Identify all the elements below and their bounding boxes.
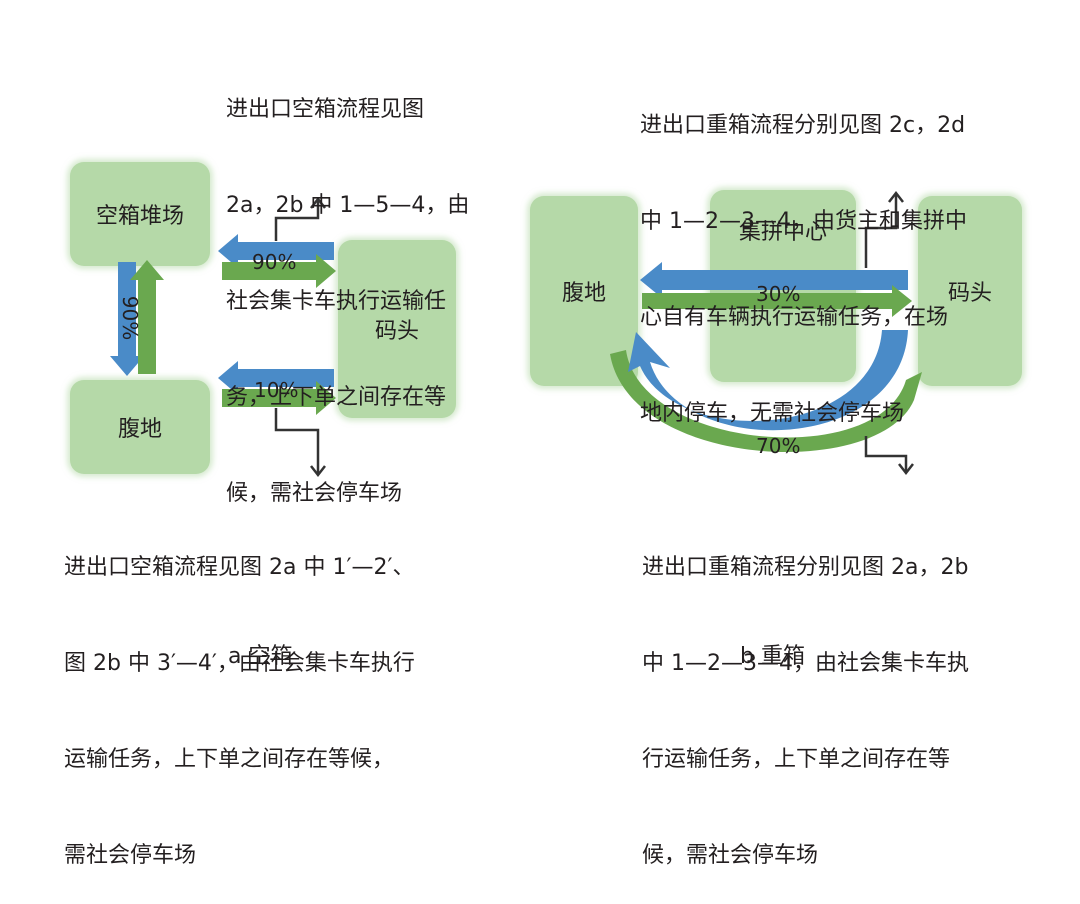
- arrowhead-down-a: [310, 465, 326, 478]
- note-line: 运输任务，上下单之间存在等候，: [64, 747, 395, 772]
- note-line: 地内停车，无需社会停车场: [640, 401, 905, 426]
- import-arrow-yard-to-hinterland: [110, 262, 144, 376]
- node-terminal-b: 码头: [918, 196, 1022, 386]
- node-label: 码头: [374, 319, 419, 344]
- node-label: 空箱堆场: [95, 204, 184, 229]
- note-line: 社会集卡车执行运输任: [226, 289, 447, 314]
- note-line: 图 2b 中 3′—4′，由社会集卡车执行: [64, 651, 415, 676]
- import-arrow-terminal-to-yard: [218, 234, 334, 268]
- note-line: 中 1—2—3—4，由货主和集拼中: [640, 209, 967, 234]
- flow-arrows-layer: [110, 190, 922, 478]
- pct-label-hinterland-terminal: 10%: [254, 378, 299, 402]
- parking-connector-down-a: [274, 408, 320, 474]
- import-arrow-terminal-to-hinterland-b: [640, 262, 908, 298]
- import-arrow-terminal-to-hinterland: [218, 361, 334, 395]
- note-line: 候，需社会停车场: [226, 481, 403, 506]
- note-line: 进出口重箱流程分别见图 2c，2d: [640, 113, 966, 138]
- note-bottom-b: 进出口重箱流程分别见图 2a，2b 中 1—2—3—4，由社会集卡车执 行运输任…: [642, 488, 969, 904]
- import-curve-terminal-to-hinterland: [628, 330, 908, 431]
- note-bottom-a: 进出口空箱流程见图 2a 中 1′—2′、 图 2b 中 3′—4′，由社会集卡…: [64, 488, 415, 904]
- pct-label-direct: 30%: [756, 282, 801, 306]
- export-arrow-hinterland-to-terminal: [222, 381, 336, 415]
- node-hinterland-a: 腹地: [70, 380, 210, 474]
- note-line: 进出口空箱流程见图: [226, 97, 425, 122]
- export-arrow-yard-to-terminal: [222, 254, 336, 288]
- note-top-b: 进出口重箱流程分别见图 2c，2d 中 1—2—3—4，由货主和集拼中 心自有车…: [640, 46, 967, 462]
- note-line: 心自有车辆执行运输任务，在场: [640, 305, 949, 330]
- note-line: 进出口空箱流程见图 2a 中 1′—2′、: [64, 555, 415, 580]
- node-label: 腹地: [561, 281, 606, 306]
- note-line: 进出口重箱流程分别见图 2a，2b: [642, 555, 969, 580]
- caption-b: b 重箱: [740, 644, 805, 669]
- note-top-a: 进出口空箱流程见图 2a，2b 中 1—5—4，由 社会集卡车执行运输任 务，上…: [226, 30, 469, 542]
- export-curve-hinterland-to-terminal: [610, 350, 922, 453]
- node-label: 腹地: [117, 417, 162, 442]
- node-empty-yard: 空箱堆场: [70, 162, 210, 266]
- export-arrow-hinterland-to-terminal-b: [642, 285, 912, 317]
- parking-connector-up-b: [864, 194, 898, 268]
- pct-label-via-center: 70%: [756, 434, 801, 458]
- caption-a: a 空箱: [228, 644, 293, 669]
- note-line: 需社会停车场: [64, 843, 197, 868]
- note-line: 务，上下单之间存在等: [226, 385, 447, 410]
- arrowhead-down-b: [898, 463, 914, 476]
- node-label: 码头: [947, 281, 992, 306]
- note-line: 2a，2b 中 1—5—4，由: [226, 193, 470, 218]
- parking-connector-up-a: [274, 200, 320, 241]
- export-arrow-hinterland-to-yard: [130, 260, 164, 374]
- note-line: 中 1—2—3—4，由社会集卡车执: [642, 651, 969, 676]
- note-line: 行运输任务，上下单之间存在等: [642, 747, 951, 772]
- node-label: 集拼中心: [738, 220, 827, 245]
- parking-connector-down-b: [864, 436, 908, 472]
- node-terminal-a: 码头: [338, 240, 456, 418]
- pct-label-yard-hinterland: 90%: [118, 295, 143, 341]
- pct-label-yard-terminal: 90%: [252, 250, 297, 274]
- arrowhead-up-a: [310, 196, 326, 209]
- arrowhead-up-b: [888, 190, 904, 203]
- note-line: 候，需社会停车场: [642, 843, 819, 868]
